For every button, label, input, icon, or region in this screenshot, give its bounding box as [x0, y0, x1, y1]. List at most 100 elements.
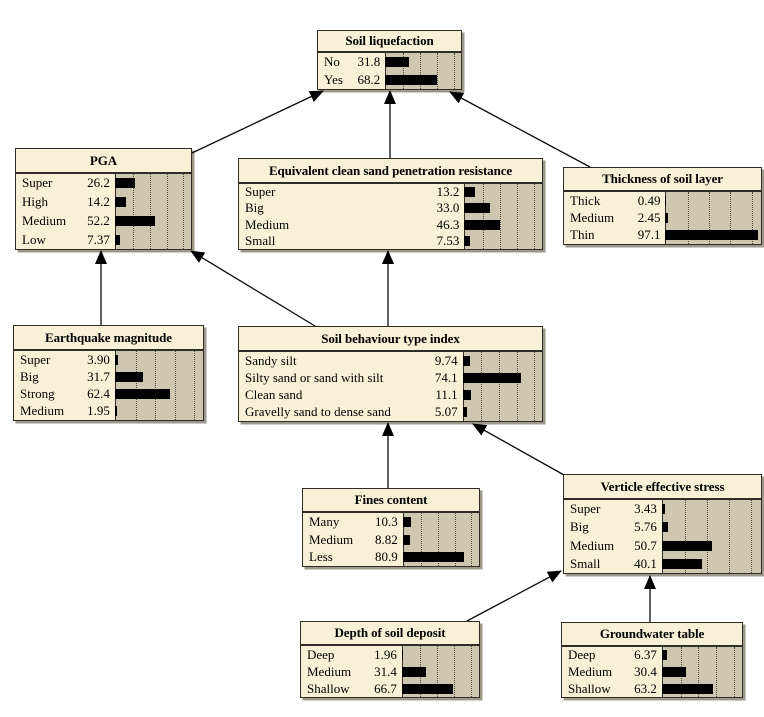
state-row[interactable]: Many 10.3 — [303, 513, 479, 531]
state-value: 11.1 — [435, 387, 458, 403]
gridline — [471, 646, 473, 697]
state-label: Big — [245, 200, 264, 216]
state-bar-cell — [385, 71, 461, 89]
state-value: 5.07 — [434, 404, 458, 420]
gridline — [454, 646, 456, 697]
state-bar-cell — [462, 387, 542, 404]
gridline — [403, 53, 405, 89]
state-bar-cell — [665, 192, 761, 209]
state-row[interactable]: Deep 6.37 — [562, 647, 742, 664]
state-label: Super — [245, 184, 276, 200]
state-value: 10.3 — [375, 513, 398, 529]
state-label: Small — [570, 555, 601, 571]
state-value: 6.37 — [634, 647, 657, 663]
state-row[interactable]: Shallow 63.2 — [562, 680, 742, 697]
state-bar-cell — [462, 352, 542, 369]
state-bar-cell — [114, 368, 203, 385]
edge-depth-of-soil-deposit-to-verticle-effective-stress — [466, 570, 562, 622]
node-ecspr[interactable]: Equivalent clean sand penetration resist… — [238, 158, 543, 250]
edge-soil-behaviour-type-index-to-pga — [190, 250, 316, 327]
state-value: 33.0 — [436, 200, 460, 216]
gridline — [166, 174, 168, 249]
state-value: 7.53 — [436, 232, 460, 248]
probability-bar — [385, 57, 410, 67]
state-value: 3.43 — [634, 501, 657, 517]
probability-bar — [114, 354, 119, 365]
gridline — [498, 352, 500, 421]
state-bar-cell — [114, 386, 203, 403]
gridline — [482, 184, 484, 249]
state-label: Strong — [20, 386, 55, 402]
gridline — [709, 192, 710, 244]
state-bar-cell — [661, 537, 761, 555]
probability-bar — [665, 212, 668, 223]
state-bar-cell — [401, 663, 479, 680]
probability-bar — [402, 516, 411, 527]
edge-pga-to-soil-liquefaction — [191, 90, 324, 154]
gridline — [183, 174, 185, 249]
state-value: 8.82 — [375, 531, 398, 547]
node-title: Depth of soil deposit — [301, 622, 479, 646]
state-bar-cell — [665, 227, 761, 244]
state-label: Super — [570, 501, 601, 517]
probability-bar — [114, 371, 143, 382]
state-label: Many — [309, 513, 340, 529]
state-label: Shallow — [568, 680, 611, 696]
state-value: 63.2 — [634, 680, 657, 696]
state-bar-cell — [661, 518, 761, 536]
state-label: Deep — [568, 647, 596, 663]
state-label: High — [22, 194, 48, 210]
state-value: 2.45 — [637, 209, 661, 225]
gridline — [707, 500, 709, 573]
state-row[interactable]: Super 3.43 — [564, 500, 761, 518]
state-row[interactable]: Big 33.0 — [239, 200, 542, 216]
edge-verticle-effective-stress-to-soil-behaviour-type-index — [472, 423, 565, 476]
state-value: 1.96 — [374, 646, 397, 662]
state-value: 5.76 — [634, 519, 657, 535]
